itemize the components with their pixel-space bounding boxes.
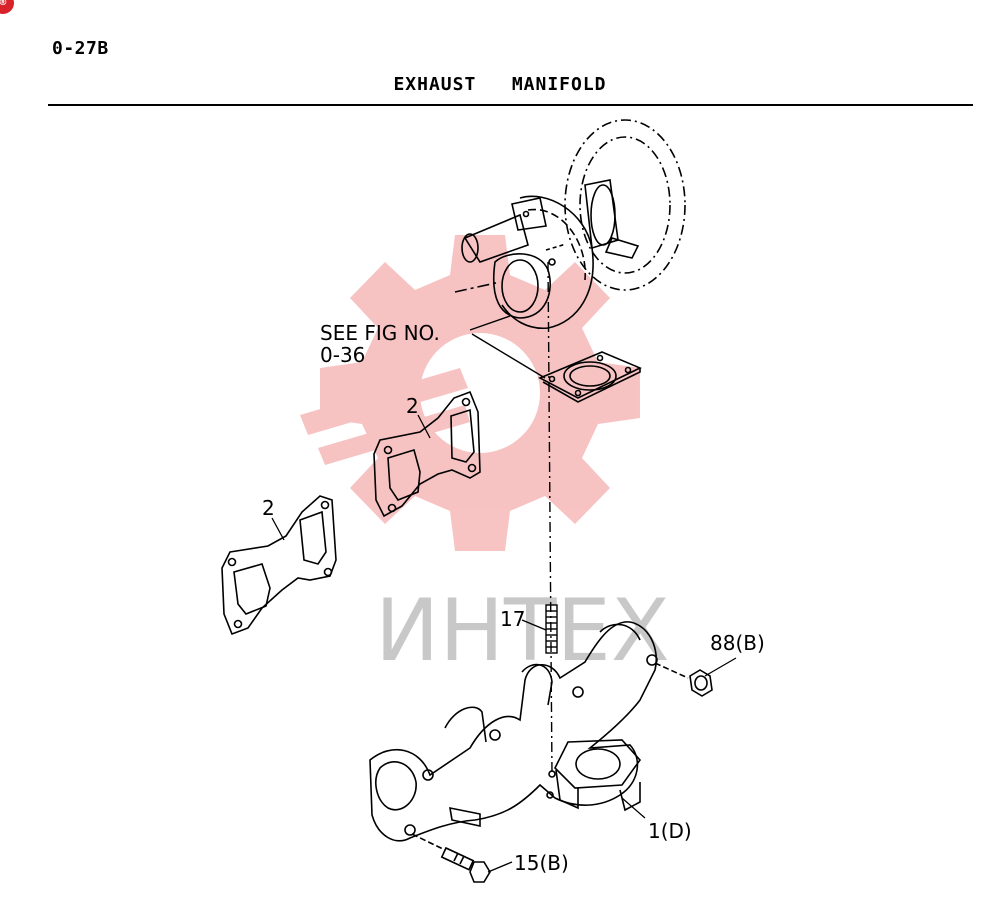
callout-stud: 17 (500, 607, 525, 631)
manifold-gasket-lower-icon (221, 495, 337, 636)
watermark-gear-icon (300, 235, 640, 551)
callout-gasket-lower: 2 (262, 496, 275, 520)
exhaust-manifold-icon (369, 621, 658, 842)
callout-manifold: 1(D) (648, 819, 692, 843)
stud-bolt-icon (545, 604, 558, 654)
hex-bolt-icon (411, 833, 491, 883)
reference-leader (469, 315, 546, 379)
page-title: EXHAUST MANIFOLD (393, 74, 607, 95)
reference-note-line1: SEE FIG NO. (320, 321, 440, 345)
corner-logo-icon: ® (0, 0, 14, 14)
callout-nut: 88(B) (710, 631, 765, 655)
manifold-gasket-upper-icon (373, 390, 481, 518)
figure-number: 0-27B (52, 38, 109, 59)
callout-bolt: 15(B) (514, 851, 569, 875)
turbocharger-icon (454, 119, 686, 330)
turbo-flange-gasket-icon (538, 351, 642, 403)
flange-nut-icon (654, 662, 713, 697)
title-divider (48, 104, 973, 106)
reference-note-line2: 0-36 (320, 343, 365, 367)
callout-leaders (271, 414, 737, 873)
watermark-text: ИНТЕХ (375, 581, 670, 681)
callout-gasket-upper: 2 (406, 394, 419, 418)
